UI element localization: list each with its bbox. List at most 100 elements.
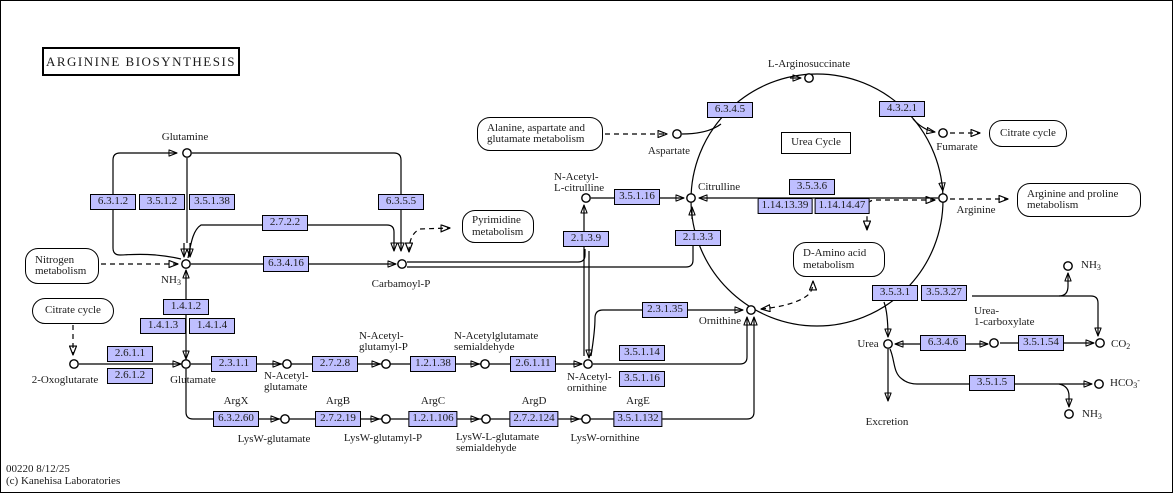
- compound-label-n-acetyl-glutamate: N-Acetyl- glutamate: [264, 370, 309, 393]
- compound-node-lysw-glutamyl-p[interactable]: [381, 414, 391, 424]
- compound-label-ornithine: Ornithine: [698, 314, 742, 327]
- enzyme-box-6.3.4.5[interactable]: 6.3.4.5: [707, 102, 753, 118]
- enzyme-box-2.6.1.1[interactable]: 2.6.1.1: [107, 346, 153, 362]
- compound-node-hco3[interactable]: [1094, 379, 1104, 389]
- enzyme-box-2.7.2.2[interactable]: 2.7.2.2: [262, 215, 308, 231]
- gene-label-argx: ArgX: [223, 395, 249, 407]
- compound-label-fumarate: Fumarate: [936, 140, 978, 153]
- enzyme-box-6.3.4.16[interactable]: 6.3.4.16: [263, 256, 309, 272]
- enzyme-box-6.3.4.6[interactable]: 6.3.4.6: [920, 335, 966, 351]
- compound-label-co2: CO2: [1111, 338, 1131, 351]
- compound-label-arginine: Arginine: [956, 203, 996, 216]
- enzyme-box-1.4.1.4[interactable]: 1.4.1.4: [189, 318, 235, 334]
- enzyme-box-3.5.1.54[interactable]: 3.5.1.54: [1018, 335, 1064, 351]
- enzyme-box-1.4.1.3[interactable]: 1.4.1.3: [140, 318, 186, 334]
- compound-node-lysw-l-glutamate-semialdehyde[interactable]: [481, 414, 491, 424]
- compound-label-lysw-glutamyl-p: LysW-glutamyl-P: [343, 431, 423, 444]
- compound-node-fumarate[interactable]: [938, 128, 948, 138]
- enzyme-box-1.2.1.106[interactable]: 1.2.1.106: [408, 411, 458, 427]
- enzyme-box-2.3.1.1[interactable]: 2.3.1.1: [211, 356, 257, 372]
- enzyme-box-3.5.1.2[interactable]: 3.5.1.2: [139, 194, 185, 210]
- gene-label-argc: ArgC: [420, 395, 446, 407]
- compound-label-l-arginosuccinate: L-Arginosuccinate: [767, 57, 851, 70]
- pathway-link-nitrogen-metabolism[interactable]: Nitrogen metabolism: [25, 248, 99, 284]
- enzyme-box-2.6.1.2[interactable]: 2.6.1.2: [107, 368, 153, 384]
- compound-node-glutamate[interactable]: [181, 359, 191, 369]
- compound-label-lysw-glutamate: LysW-glutamate: [237, 432, 311, 445]
- pathway-link-citrate-cycle-left[interactable]: Citrate cycle: [32, 298, 114, 324]
- compound-label-n-acetylglutamate-semialdehyde: N-Acetylglutamate semialdehyde: [454, 330, 539, 353]
- enzyme-box-3.5.1.132[interactable]: 3.5.1.132: [613, 411, 663, 427]
- compound-node-n-acetyl-glutamate[interactable]: [282, 359, 292, 369]
- enzyme-box-2.3.1.35[interactable]: 2.3.1.35: [642, 302, 688, 318]
- compound-node-co2[interactable]: [1095, 338, 1105, 348]
- compound-node-arginine[interactable]: [938, 193, 948, 203]
- compound-label-n-acetyl-l-citrulline: N-Acetyl- L-citrulline: [554, 171, 605, 194]
- compound-label-glutamate: Glutamate: [170, 373, 216, 386]
- compound-label-nh3-bottom-right: NH3: [1082, 408, 1102, 421]
- enzyme-box-2.7.2.124[interactable]: 2.7.2.124: [509, 411, 559, 427]
- copyright: (c) Kanehisa Laboratories: [6, 475, 121, 487]
- compound-node-2-oxoglutarate[interactable]: [69, 359, 79, 369]
- compound-label-hco3: HCO3-: [1110, 376, 1140, 390]
- compound-node-l-arginosuccinate[interactable]: [804, 73, 814, 83]
- enzyme-box-2.1.3.3[interactable]: 2.1.3.3: [675, 230, 721, 246]
- pathway-link-d-amino-acid-metabolism[interactable]: D-Amino acid metabolism: [793, 242, 885, 277]
- compound-node-n-acetyl-l-citrulline[interactable]: [581, 193, 591, 203]
- compound-label-urea-1-carboxylate: Urea- 1-carboxylate: [974, 305, 1035, 328]
- pathway-link-citrate-cycle-right[interactable]: Citrate cycle: [989, 120, 1067, 147]
- compound-label-glutamine: Glutamine: [161, 130, 209, 143]
- compound-label-carbamoyl-p: Carbamoyl-P: [371, 277, 431, 290]
- compound-node-n-acetylglutamate-semialdehyde[interactable]: [480, 359, 490, 369]
- gene-label-argd: ArgD: [521, 395, 547, 407]
- enzyme-box-1.14.14.47[interactable]: 1.14.14.47: [814, 198, 870, 214]
- compound-node-nh3-bottom-right[interactable]: [1064, 409, 1074, 419]
- enzyme-box-3.5.1.14[interactable]: 3.5.1.14: [619, 345, 665, 361]
- enzyme-box-3.5.1.38[interactable]: 3.5.1.38: [189, 194, 235, 210]
- enzyme-box-3.5.1.16-citrulline[interactable]: 3.5.1.16: [614, 189, 660, 205]
- enzyme-box-6.3.2.60[interactable]: 6.3.2.60: [213, 411, 259, 427]
- compound-node-nh3[interactable]: [181, 259, 191, 269]
- enzyme-box-4.3.2.1[interactable]: 4.3.2.1: [879, 101, 925, 117]
- enzyme-box-3.5.3.6[interactable]: 3.5.3.6: [789, 179, 835, 195]
- compound-label-aspartate: Aspartate: [647, 144, 691, 157]
- compound-label-n-acetyl-glutamyl-p: N-Acetyl- glutamyl-P: [359, 330, 408, 353]
- enzyme-box-6.3.5.5[interactable]: 6.3.5.5: [378, 194, 424, 210]
- compound-nodes: [69, 73, 1105, 424]
- compound-node-urea[interactable]: [883, 339, 893, 349]
- compound-label-lysw-l-glutamate-semialdehyde: LysW-L-glutamate semialdehyde: [456, 431, 540, 454]
- compound-node-ornithine[interactable]: [746, 305, 756, 315]
- enzyme-box-3.5.1.5[interactable]: 3.5.1.5: [969, 375, 1015, 391]
- gene-label-arge: ArgE: [626, 395, 650, 407]
- enzyme-box-2.1.3.9[interactable]: 2.1.3.9: [563, 231, 609, 247]
- enzyme-box-1.4.1.2[interactable]: 1.4.1.2: [163, 299, 209, 315]
- compound-node-citrulline[interactable]: [686, 193, 696, 203]
- enzyme-box-1.14.13.39[interactable]: 1.14.13.39: [757, 198, 813, 214]
- compound-label-urea: Urea: [857, 337, 879, 350]
- enzyme-box-3.5.3.1[interactable]: 3.5.3.1: [872, 285, 918, 301]
- pathway-link-alanine-aspartate-glutamate-metabolism[interactable]: Alanine, aspartate and glutamate metabol…: [477, 117, 603, 151]
- compound-node-urea-1-carboxylate[interactable]: [989, 338, 999, 348]
- compound-label-n-acetyl-ornithine: N-Acetyl- ornithine: [567, 371, 612, 394]
- compound-node-lysw-glutamate[interactable]: [280, 414, 290, 424]
- pathway-link-pyrimidine-metabolism[interactable]: Pyrimidine metabolism: [462, 210, 534, 243]
- compound-node-carbamoyl-p[interactable]: [397, 259, 407, 269]
- pathway-title: ARGININE BIOSYNTHESIS: [42, 47, 240, 76]
- enzyme-box-6.3.1.2[interactable]: 6.3.1.2: [90, 194, 136, 210]
- excretion-label: Excretion: [865, 415, 909, 428]
- enzyme-box-3.5.3.27[interactable]: 3.5.3.27: [921, 285, 967, 301]
- enzyme-box-2.6.1.11[interactable]: 2.6.1.11: [510, 356, 556, 372]
- enzyme-box-3.5.1.16-ornithine[interactable]: 3.5.1.16: [619, 371, 665, 387]
- pathway-link-arginine-proline-metabolism[interactable]: Arginine and proline metabolism: [1017, 183, 1141, 217]
- enzyme-box-1.2.1.38[interactable]: 1.2.1.38: [410, 356, 456, 372]
- compound-node-glutamine[interactable]: [182, 148, 192, 158]
- compound-label-nh3-top-right: NH3: [1081, 259, 1101, 272]
- compound-node-nh3-top-right[interactable]: [1063, 261, 1073, 271]
- compound-node-aspartate[interactable]: [672, 129, 682, 139]
- compound-node-lysw-ornithine[interactable]: [581, 414, 591, 424]
- compound-node-n-acetyl-ornithine[interactable]: [583, 359, 593, 369]
- enzyme-box-2.7.2.8[interactable]: 2.7.2.8: [312, 356, 358, 372]
- enzyme-box-2.7.2.19[interactable]: 2.7.2.19: [315, 411, 361, 427]
- compound-node-n-acetyl-glutamyl-p[interactable]: [381, 359, 391, 369]
